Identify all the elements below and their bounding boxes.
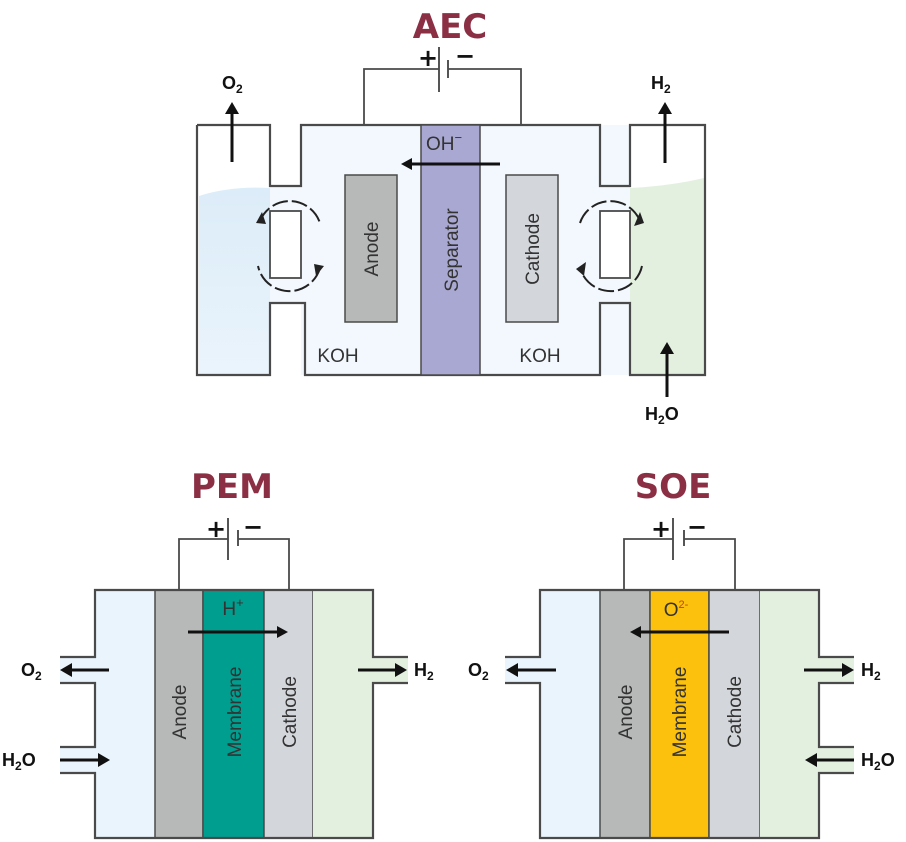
soe-title: SOE <box>635 467 712 507</box>
aec-koh-left: KOH <box>317 346 358 367</box>
pem-o2-arrowhead-icon <box>60 663 72 677</box>
soe-cathode-chamber <box>760 590 819 838</box>
soe-cathode-wire <box>684 538 736 590</box>
aec-separator <box>420 124 481 376</box>
aec-h2-label: H2 <box>651 73 671 96</box>
aec-negative-terminal: − <box>455 42 475 70</box>
aec-anode-label: Anode <box>362 222 383 277</box>
soe-o2-label: O2 <box>468 660 489 683</box>
soe-battery-icon: + − <box>651 513 707 560</box>
soe-h2o-label: H2O <box>861 750 895 773</box>
aec-right-circulation-icon <box>576 200 644 293</box>
pem-cell: PEM + − Anode Membrane Cathode H+ O2 H2O <box>2 467 434 840</box>
aec-positive-terminal: + <box>418 44 438 72</box>
aec-h2o-label: H2O <box>645 404 679 427</box>
aec-left-divider-block <box>269 210 302 279</box>
pem-cathode-label: Cathode <box>280 676 301 748</box>
soe-anode-chamber <box>540 590 600 838</box>
aec-title: AEC <box>413 7 488 47</box>
aec-cell: AEC + − Separator OH− <box>195 7 707 427</box>
pem-ion-label: H+ <box>222 595 243 620</box>
aec-right-tank-fluid <box>630 178 704 375</box>
pem-positive-terminal: + <box>206 515 226 543</box>
soe-outline <box>505 588 854 840</box>
pem-membrane-label: Membrane <box>225 667 246 758</box>
soe-positive-terminal: + <box>651 515 671 543</box>
pem-negative-terminal: − <box>243 513 263 541</box>
aec-separator-label: Separator <box>442 208 463 292</box>
aec-left-circulation-icon <box>256 200 324 293</box>
aec-h2o-arrowhead-icon <box>660 342 674 354</box>
aec-cathode-label: Cathode <box>523 213 544 285</box>
aec-right-divider-block <box>599 210 631 279</box>
aec-koh-right: KOH <box>519 346 560 367</box>
pem-cathode-chamber <box>313 590 373 838</box>
soe-ion-arrowhead-icon <box>630 626 641 638</box>
aec-battery-icon: + − <box>418 42 475 92</box>
pem-cathode-wire <box>238 538 290 590</box>
aec-cathode <box>505 174 559 323</box>
aec-anode <box>344 174 398 323</box>
pem-ion-arrowhead-icon <box>277 626 288 638</box>
pem-anode-wire <box>178 538 228 590</box>
pem-title: PEM <box>191 467 273 507</box>
pem-o2-label: O2 <box>21 660 42 683</box>
soe-h2-label: H2 <box>861 660 881 683</box>
aec-ion-label: OH− <box>426 130 462 155</box>
soe-anode-label: Anode <box>616 685 637 740</box>
soe-cell: SOE + − Anode Membrane Cathode O2- O2 H2 <box>468 467 895 840</box>
pem-h2-arrowhead-icon <box>395 663 407 677</box>
pem-outline <box>60 588 408 840</box>
aec-outline <box>197 123 707 377</box>
pem-battery-icon: + − <box>206 513 263 560</box>
aec-left-tank-fluid <box>199 187 270 375</box>
soe-h2-arrowhead-icon <box>842 663 854 677</box>
soe-o2-arrowhead-icon <box>506 663 518 677</box>
pem-anode-label: Anode <box>170 685 191 740</box>
soe-anode-wire <box>623 538 673 590</box>
pem-h2o-arrowhead-icon <box>98 753 110 767</box>
aec-ion-arrowhead-icon <box>401 158 412 170</box>
aec-h2-arrowhead-icon <box>658 102 672 114</box>
soe-ion-label: O2- <box>664 599 689 621</box>
aec-o2-label: O2 <box>222 73 243 96</box>
pem-h2o-label: H2O <box>2 750 36 773</box>
soe-negative-terminal: − <box>687 513 707 541</box>
soe-h2o-arrowhead-icon <box>805 753 817 767</box>
pem-h2-label: H2 <box>414 660 434 683</box>
aec-o2-arrowhead-icon <box>225 102 239 114</box>
pem-anode-chamber <box>95 590 155 838</box>
soe-cathode-label: Cathode <box>725 676 746 748</box>
soe-membrane-label: Membrane <box>670 667 691 758</box>
aec-left-wall <box>195 125 421 377</box>
